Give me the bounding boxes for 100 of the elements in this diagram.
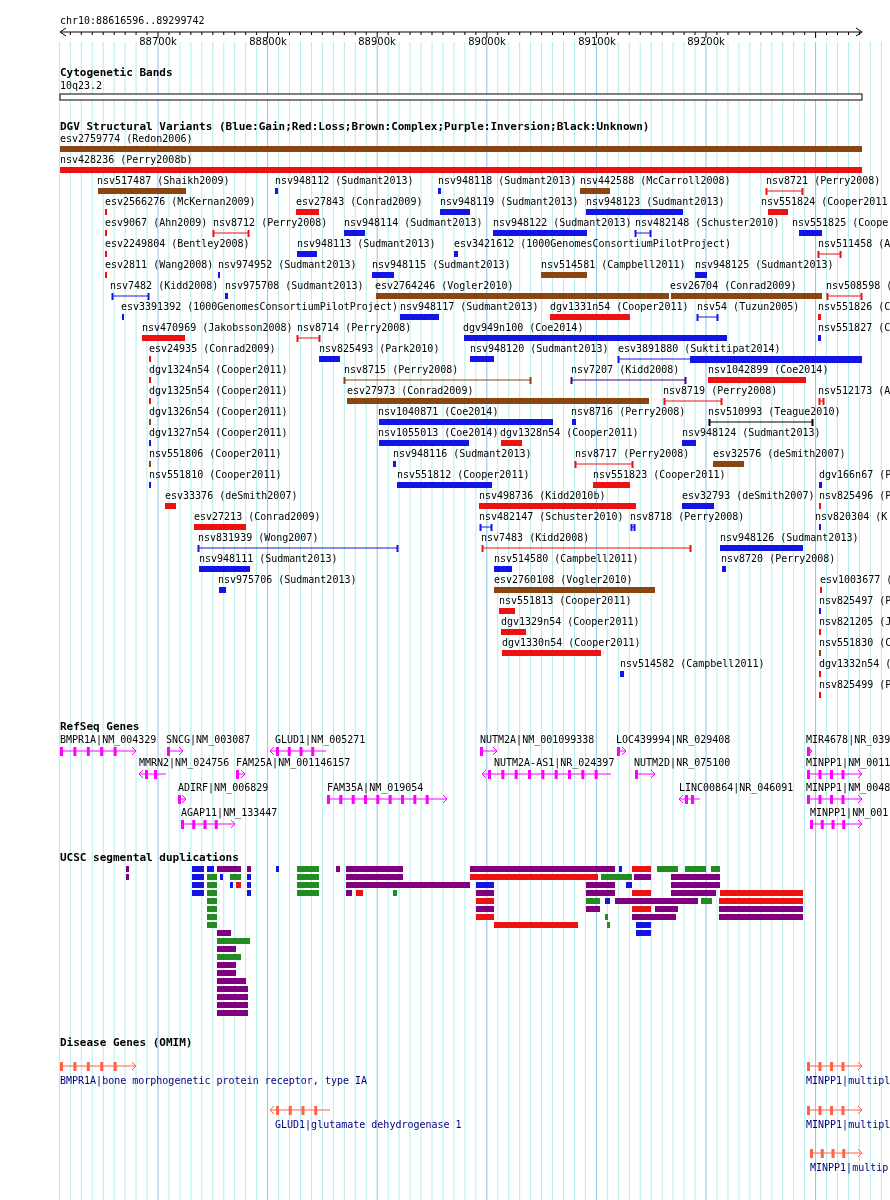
gene-label: ADIRF|NM_006829	[178, 782, 269, 794]
variant-label: esv2764246 (Vogler2010)	[375, 280, 514, 292]
variant-label: nsv510993 (Teague2010)	[708, 406, 841, 418]
variant-label: nsv511458 (A	[818, 238, 890, 250]
variant-label: nsv831939 (Wong2007)	[198, 532, 319, 544]
variant-label: esv2566276 (McKernan2009)	[105, 196, 256, 208]
variant-label: dgv1327n54 (Cooper2011)	[149, 427, 288, 439]
gene-label: AGAP11|NM_133447	[181, 807, 278, 819]
variant-label: nsv948119 (Sudmant2013)	[440, 196, 579, 208]
variant-label: nsv551826 (C	[818, 301, 890, 313]
variant-label: nsv482147 (Schuster2010)	[479, 511, 624, 523]
gene-label: NUTM2D|NR_075100	[634, 757, 731, 769]
variant-label: esv3891880 (Suktitipat2014)	[618, 343, 781, 355]
variant-label: dgv1329n54 (Cooper2011)	[501, 616, 640, 628]
disease-gene-label: MINPP1|multipl	[806, 1075, 890, 1087]
variant-label: nsv948125 (Sudmant2013)	[695, 259, 834, 271]
variant-label: esv2249804 (Bentley2008)	[105, 238, 250, 250]
variant-label: nsv948111 (Sudmant2013)	[199, 553, 338, 565]
axis-tick-label: 88700k	[138, 36, 178, 48]
variant-label: nsv8715 (Perry2008)	[344, 364, 459, 376]
variant-label: esv27973 (Conrad2009)	[347, 385, 474, 397]
variant-label: nsv948124 (Sudmant2013)	[682, 427, 821, 439]
variant-label: nsv8714 (Perry2008)	[297, 322, 412, 334]
variant-label: dgv166n67 (P	[819, 469, 890, 481]
variant-label: nsv948123 (Sudmant2013)	[586, 196, 725, 208]
variant-label: nsv7483 (Kidd2008)	[481, 532, 590, 544]
variant-label: esv9067 (Ahn2009)	[105, 217, 208, 229]
variant-label: nsv8716 (Perry2008)	[571, 406, 686, 418]
variant-label: nsv551812 (Cooper2011)	[397, 469, 530, 481]
variant-label: nsv948113 (Sudmant2013)	[297, 238, 436, 250]
variant-label: nsv820304 (K	[815, 511, 888, 523]
variant-label: nsv498736 (Kidd2010b)	[479, 490, 606, 502]
variant-label: nsv948122 (Sudmant2013)	[493, 217, 632, 229]
track-title: Disease Genes (OMIM)	[60, 1037, 193, 1049]
variant-label: nsv517487 (Shaikh2009)	[97, 175, 230, 187]
disease-gene-label: MINPP1|multip	[810, 1162, 889, 1174]
position-label: 10q23.2	[60, 80, 103, 92]
variant-label: dgv1325n54 (Cooper2011)	[149, 385, 288, 397]
variant-label: nsv821205 (J	[819, 616, 890, 628]
variant-label: nsv1042899 (Coe2014)	[708, 364, 829, 376]
variant-label: nsv514580 (Campbell2011)	[494, 553, 639, 565]
variant-label: nsv508598 (	[826, 280, 890, 292]
variant-label: esv3391392 (1000GenomesConsortiumPilotProject)	[121, 301, 398, 313]
variant-label: nsv514581 (Campbell2011)	[541, 259, 686, 271]
axis-tick-label: 89200k	[686, 36, 726, 48]
axis-tick-label: 88800k	[248, 36, 288, 48]
variant-label: nsv975708 (Sudmant2013)	[225, 280, 364, 292]
variant-label: dgv1326n54 (Cooper2011)	[149, 406, 288, 418]
variant-label: nsv825497 (P	[819, 595, 890, 607]
variant-label: dgv1332n54 (	[819, 658, 890, 670]
variant-label: dgv949n100 (Coe2014)	[463, 322, 584, 334]
variant-label: esv26704 (Conrad2009)	[670, 280, 797, 292]
variant-label: esv2811 (Wang2008)	[105, 259, 214, 271]
variant-label: nsv8712 (Perry2008)	[213, 217, 328, 229]
variant-label: dgv1328n54 (Cooper2011)	[500, 427, 639, 439]
variant-label: nsv551810 (Cooper2011)	[149, 469, 282, 481]
variant-label: nsv7482 (Kidd2008)	[110, 280, 219, 292]
variant-label: esv33376 (deSmith2007)	[165, 490, 298, 502]
variant-label: nsv54 (Tuzun2005)	[697, 301, 800, 313]
variant-label: nsv1040871 (Coe2014)	[378, 406, 499, 418]
gene-label: LINC00864|NR_046091	[679, 782, 794, 794]
axis-tick-label: 89100k	[577, 36, 617, 48]
variant-label: nsv442588 (McCarroll2008)	[580, 175, 731, 187]
disease-gene-label: BMPR1A|bone morphogenetic protein receptor, type IA	[60, 1075, 368, 1087]
disease-gene-label: MINPP1|multipl	[806, 1119, 890, 1131]
variant-label: nsv948117 (Sudmant2013)	[400, 301, 539, 313]
axis-tick-label: 88900k	[357, 36, 397, 48]
variant-label: nsv428236 (Perry2008b)	[60, 154, 193, 166]
gene-label: GLUD1|NM_005271	[275, 734, 366, 746]
variant-label: nsv975706 (Sudmant2013)	[218, 574, 357, 586]
disease-gene-label: GLUD1|glutamate dehydrogenase 1	[275, 1119, 462, 1131]
variant-label: nsv948114 (Sudmant2013)	[344, 217, 483, 229]
variant-label: nsv948116 (Sudmant2013)	[393, 448, 532, 460]
track-title: UCSC segmental duplications	[60, 852, 239, 864]
variant-label: nsv551823 (Cooper2011)	[593, 469, 726, 481]
variant-label: esv1003677 (	[820, 574, 890, 586]
gene-label: MMRN2|NM_024756	[139, 757, 230, 769]
variant-label: nsv482148 (Schuster2010)	[635, 217, 780, 229]
variant-label: dgv1330n54 (Cooper2011)	[502, 637, 641, 649]
variant-label: nsv551825 (Coope	[792, 217, 889, 229]
variant-label: esv24935 (Conrad2009)	[149, 343, 276, 355]
variant-label: nsv825499 (P	[819, 679, 890, 691]
gene-label: NUTM2A-AS1|NR_024397	[494, 757, 615, 769]
variant-label: nsv8717 (Perry2008)	[575, 448, 690, 460]
gene-label: LOC439994|NR_029408	[616, 734, 731, 746]
variant-label: nsv948126 (Sudmant2013)	[720, 532, 859, 544]
variant-label: nsv8719 (Perry2008)	[663, 385, 778, 397]
variant-label: nsv470969 (Jakobsson2008)	[142, 322, 293, 334]
variant-label: nsv551813 (Cooper2011)	[499, 595, 632, 607]
variant-label: nsv825496 (P	[819, 490, 890, 502]
variant-label: esv3421612 (1000GenomesConsortiumPilotProject)	[454, 238, 731, 250]
position-label: chr10:88616596..89299742	[60, 15, 205, 27]
track-title: Cytogenetic Bands	[60, 67, 173, 79]
variant-label: nsv7207 (Kidd2008)	[571, 364, 680, 376]
variant-label: nsv948118 (Sudmant2013)	[438, 175, 577, 187]
track-title: DGV Structural Variants (Blue:Gain;Red:Loss;Brown:Complex;Purple:Inversion;Black:Unknown)	[60, 121, 650, 133]
variant-label: esv2760108 (Vogler2010)	[494, 574, 633, 586]
variant-label: nsv551806 (Cooper2011)	[149, 448, 282, 460]
variant-label: dgv1324n54 (Cooper2011)	[149, 364, 288, 376]
variant-label: nsv8721 (Perry2008)	[766, 175, 881, 187]
